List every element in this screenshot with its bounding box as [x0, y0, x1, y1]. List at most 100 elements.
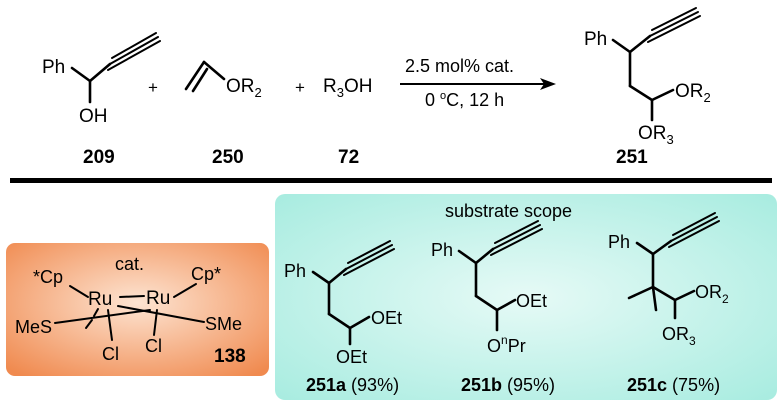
bond — [117, 305, 205, 323]
compound-label-209: 209 — [83, 147, 115, 168]
scope-item-label: 251b (95%) — [461, 375, 555, 395]
alkyne-bond — [651, 7, 697, 31]
divider — [10, 178, 772, 183]
scope-background — [275, 194, 777, 400]
phenyl-label: Ph — [284, 261, 306, 281]
product-251: Ph OR2 OR3 251 — [584, 7, 711, 168]
double-bond — [191, 67, 209, 93]
phenyl-label: Ph — [608, 232, 630, 252]
bond — [650, 88, 675, 102]
phenyl-label: Ph — [42, 57, 65, 78]
scope-item-label: 251c (75%) — [627, 375, 720, 395]
bond — [93, 308, 99, 317]
methyl-bond — [651, 285, 658, 312]
ether-group-label: OR3 — [662, 324, 696, 348]
ether-group-label: OR2 — [695, 282, 729, 306]
ethoxy-label: OEt — [336, 347, 367, 367]
plus-sign: + — [148, 78, 158, 97]
compound-label-250: 250 — [212, 147, 244, 168]
hydroxyl-label: OH — [79, 106, 108, 127]
alkyne-bond — [494, 220, 539, 244]
alkyne-bond — [647, 15, 701, 43]
bond — [184, 60, 206, 91]
bond — [651, 239, 673, 256]
bond — [628, 84, 654, 102]
bond — [635, 241, 655, 256]
alkyne-bond — [492, 224, 541, 250]
bond — [474, 294, 499, 312]
thiolate-right: SMe — [205, 314, 242, 334]
alkyne-bond — [111, 32, 157, 59]
alkyne-bond — [668, 220, 720, 248]
alkyne-bond — [343, 248, 395, 276]
bond — [495, 298, 517, 312]
reaction-arrow: 2.5 mol% cat. 0 oC, 12 h — [400, 56, 556, 110]
scope-item-251b: Ph OEt OnPr 251b (95%) — [431, 220, 555, 395]
bond — [88, 62, 112, 83]
ether-group-label: OR2 — [675, 81, 711, 105]
scope-item-251c: Ph OR2 OR3 251c (75%) — [608, 212, 729, 395]
compound-label-251: 251 — [616, 147, 648, 168]
conditions-catalyst: 2.5 mol% cat. — [405, 56, 514, 76]
scope-item-251a: Ph OEt OEt 251a (93%) — [284, 240, 402, 395]
ethoxy-label: OEt — [371, 308, 402, 328]
ether-group-label: OR2 — [226, 76, 262, 100]
bond — [673, 289, 696, 302]
alkyne-bond — [649, 11, 699, 37]
alkyne-bond — [109, 36, 159, 65]
bond — [348, 315, 371, 330]
bond — [70, 66, 92, 83]
ether-group-label: OR3 — [638, 123, 674, 147]
chloride-label: Cl — [102, 344, 119, 364]
scope-title: substrate scope — [445, 201, 572, 221]
bond — [311, 270, 331, 285]
alkyne-bond — [672, 212, 716, 236]
cp-ligand-left: *Cp — [33, 267, 63, 287]
alkyne-bond — [490, 228, 543, 256]
compound-label-72: 72 — [338, 147, 359, 168]
thiolate-left: MeS — [15, 317, 52, 337]
ru-ru-bond — [119, 295, 145, 298]
substrate-scope-box: substrate scope Ph OEt OEt 251a (93%) Ph — [275, 194, 777, 400]
alkyne-bond — [345, 244, 393, 270]
catalyst-label: 138 — [214, 346, 246, 367]
alcohol-label: R3OH — [323, 76, 372, 100]
bond — [457, 249, 478, 265]
bond — [173, 283, 197, 298]
ruthenium-label: Ru — [146, 288, 170, 309]
ethoxy-label: OEt — [516, 291, 547, 311]
bond — [628, 34, 652, 54]
methyl-bond — [627, 285, 655, 300]
alkyne-bond — [107, 40, 161, 71]
reactant-209: Ph OH 209 — [42, 32, 161, 168]
bond — [651, 285, 677, 302]
reactant-72: R3OH 72 — [323, 76, 372, 168]
bond — [107, 309, 113, 341]
bond — [54, 309, 151, 324]
arrow-head — [540, 78, 556, 90]
alkyne-bond — [347, 240, 391, 264]
bond — [85, 319, 93, 329]
bond — [202, 60, 226, 81]
phenyl-label: Ph — [431, 240, 453, 260]
bond — [474, 247, 495, 265]
bond — [327, 312, 352, 330]
bond — [153, 309, 158, 336]
reactant-250: OR2 250 — [184, 60, 262, 168]
catalyst-box: cat. *Cp Cp* Ru Ru MeS SMe Cl Cl 138 — [6, 243, 269, 376]
propoxy-label: OnPr — [487, 333, 526, 356]
bond — [611, 38, 632, 54]
bond — [69, 285, 89, 298]
alkyne-bond — [670, 216, 718, 242]
plus-sign: + — [295, 78, 305, 97]
ruthenium-label: Ru — [88, 289, 112, 310]
bond — [327, 267, 348, 285]
scope-item-label: 251a (93%) — [306, 375, 399, 395]
phenyl-label: Ph — [584, 29, 607, 50]
conditions-temp-time: 0 oC, 12 h — [425, 90, 504, 110]
chloride-label: Cl — [145, 336, 162, 356]
catalyst-title: cat. — [115, 254, 144, 274]
cp-ligand-right: Cp* — [191, 264, 221, 284]
